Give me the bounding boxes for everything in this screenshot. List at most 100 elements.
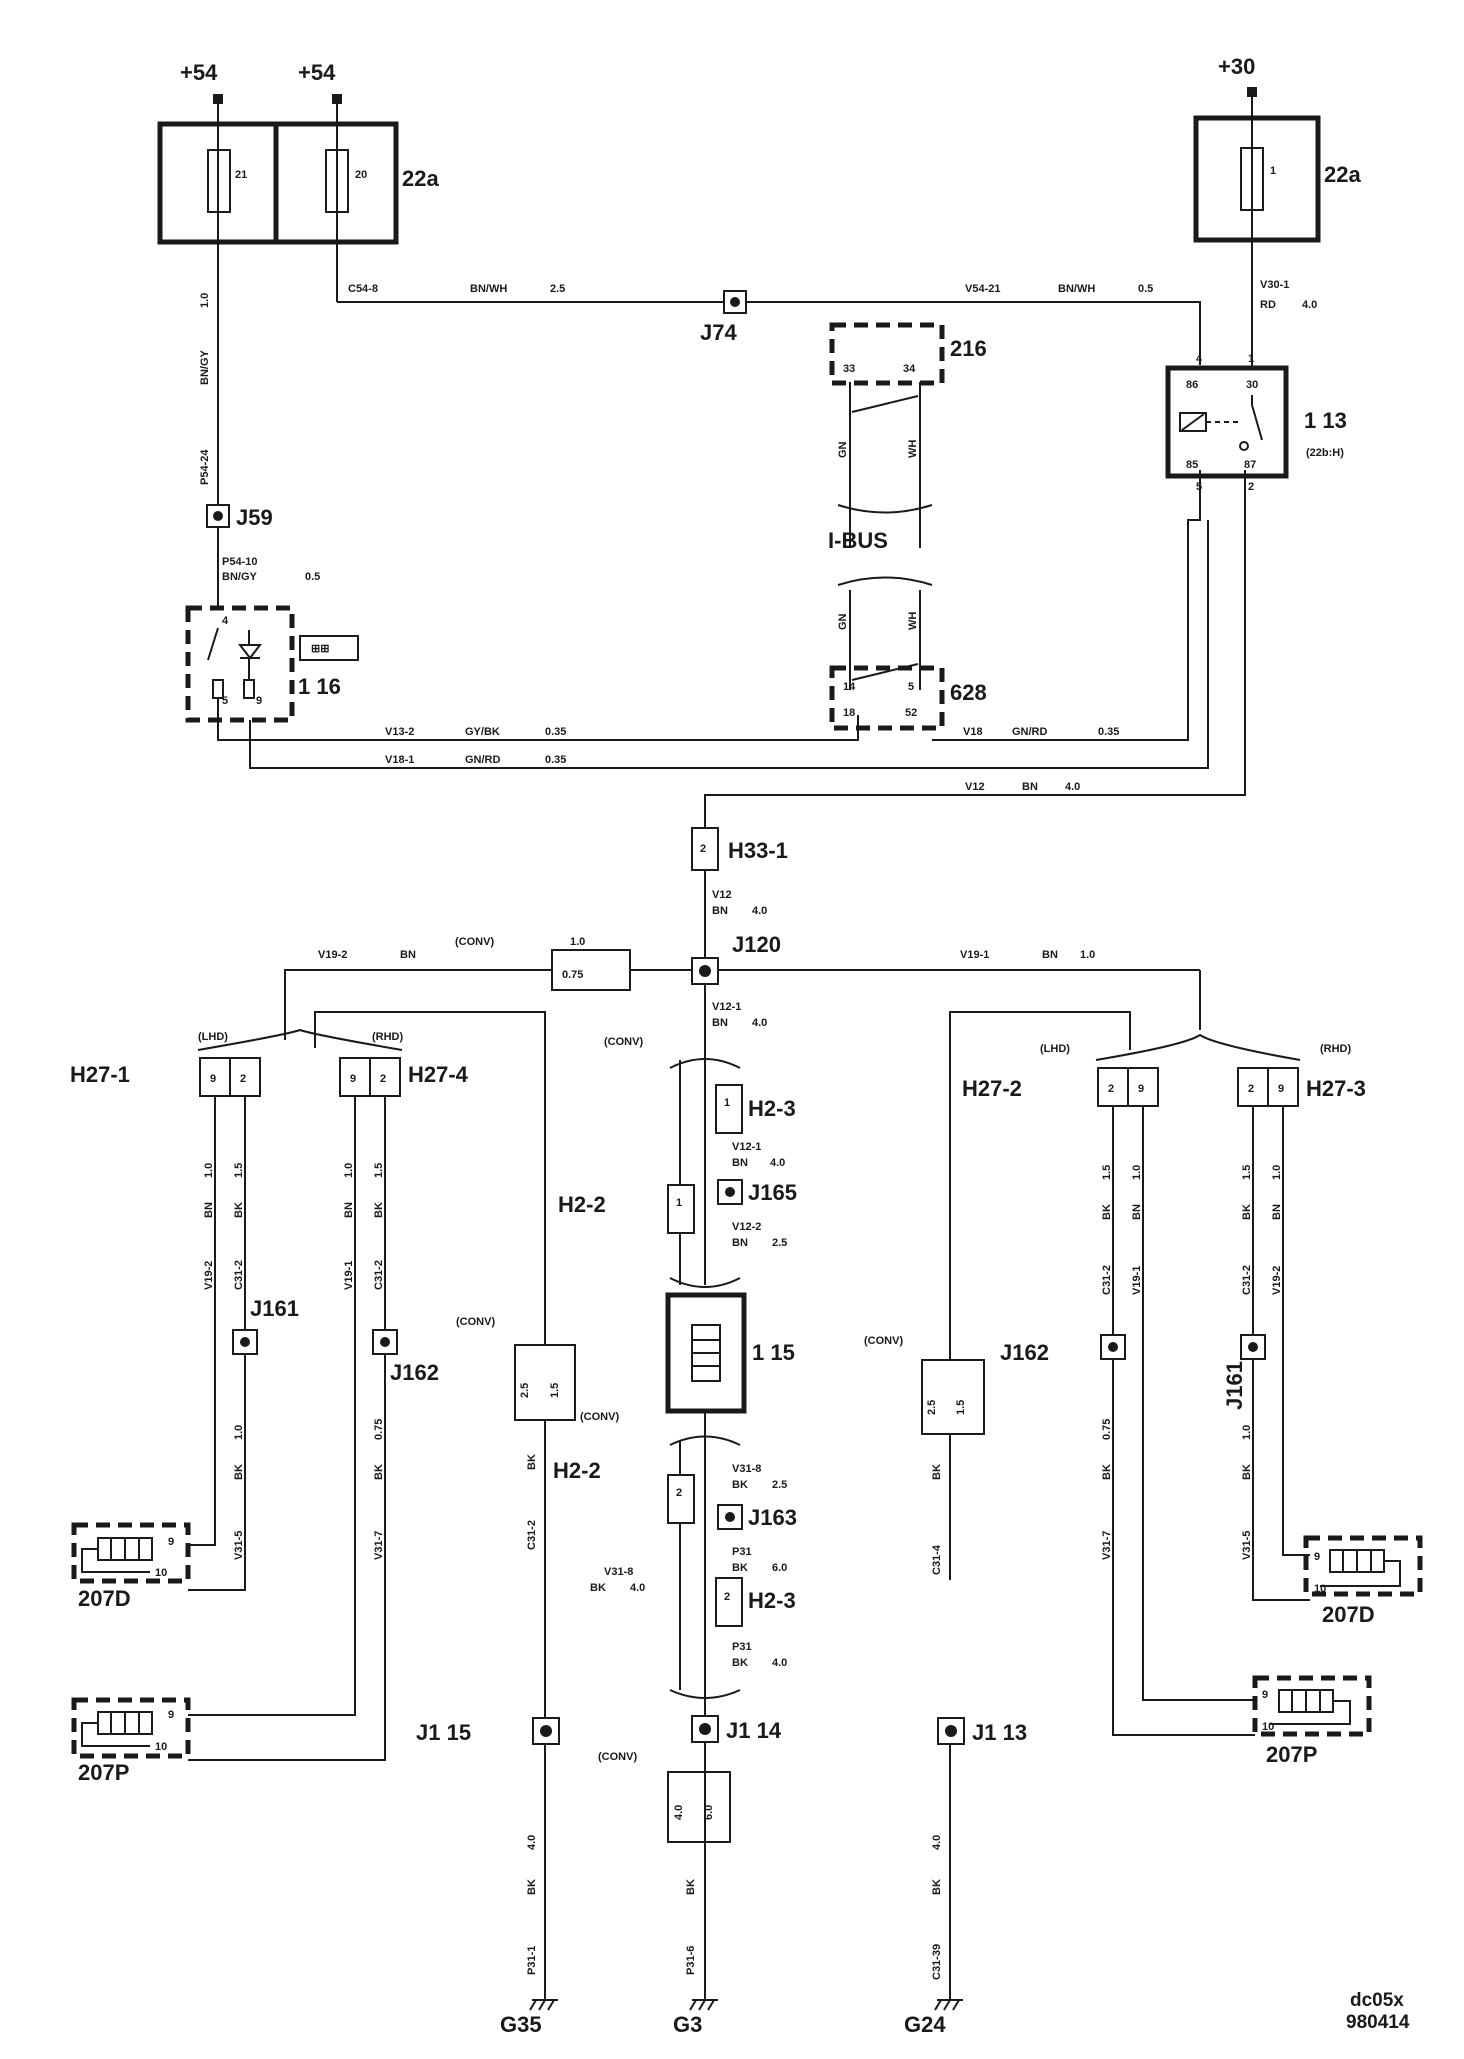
wire-bnwh-1: BN/WH [470,283,507,295]
h33-pin: 2 [700,843,706,855]
h207d-l-pin10: 10 [155,1567,167,1579]
wl-1-5-a: 1.5 [233,1163,245,1178]
j161-right-label: J161 [1222,1361,1247,1410]
terminal-p54-right [332,94,342,104]
wr-v31-7: V31-7 [1101,1531,1113,1560]
g24-4-0: 4.0 [931,1835,943,1850]
joint-j120: J120 [691,932,781,985]
j165-label: J165 [748,1180,797,1205]
conv-label-left-b: (CONV) [580,1411,619,1423]
wire-bk-v31-8-b: BK [590,1582,606,1594]
h207p-r-pin9: 9 [1262,1689,1268,1701]
h27-2-pin2: 2 [1108,1083,1114,1095]
wire-6-0-p31: 6.0 [772,1562,787,1574]
switch116-pin4: 4 [222,615,229,627]
h27-2-label: H27-2 [962,1076,1022,1101]
conv-label-mid: (CONV) [604,1036,643,1048]
rhd-label-right: (RHD) [1320,1043,1351,1055]
g3-label: G3 [673,2012,702,2037]
joint-j161-right-b: J161 [1222,1334,1266,1410]
module628-pin52: 52 [905,707,917,719]
h23-b-pin: 2 [724,1591,730,1603]
h2-2-label-b: H2-2 [553,1458,601,1483]
ibus-wh-bottom: WH [907,612,919,630]
fuse-21-label: 21 [235,169,247,181]
right-bk: BK [931,1464,943,1480]
wire-labels-top: C54-8 BN/WH 2.5 V54-21 BN/WH 0.5 V30-1 R… [199,279,1317,793]
module628-label: 628 [950,680,987,705]
wire-4-0-p31-b: 4.0 [772,1657,787,1669]
h27-3-pin9: 9 [1278,1083,1284,1095]
wr-c31-2-b: C31-2 [1241,1265,1253,1295]
wires-left-lower [188,1096,386,1761]
h22-lower-pin: 2 [676,1487,682,1499]
g24-bk: BK [931,1879,943,1895]
central-column: 1 1 H2-3 V12-1 BN 4.0 J165 V12-2 BN 2.5 … [590,1030,797,2000]
h207d-r-pin10: 10 [1314,1583,1326,1595]
wl-bk-a: BK [233,1202,245,1218]
joint-j120-label: J120 [732,932,781,957]
wl-bn-b: BN [343,1202,355,1218]
heater-207p: 9 10 207P [71,1697,191,1785]
h33-label: H33-1 [728,838,788,863]
module628-pin14: 14 [843,681,856,693]
joint-j162-left: J162 [372,1329,439,1385]
right-column: J162 (CONV) 2.5 1.5 BK C31-4 J1 13 4.0 B… [864,1335,1049,2000]
lhd-label-right: (LHD) [1040,1043,1070,1055]
fusebox-22a-right: 1 22a [1193,115,1361,243]
h27-1-label: H27-1 [70,1062,130,1087]
wl-v31-7: V31-7 [373,1531,385,1560]
connector-h27-1: 9 2 H27-1 [70,1057,261,1097]
ibus-brace-bottom [837,576,933,586]
wire-c54-8: C54-8 [348,283,378,295]
h27-3-pin2: 2 [1248,1083,1254,1095]
module216-label: 216 [950,336,987,361]
terminal-p30 [1247,87,1257,97]
wire-bk-v31-8: BK [732,1479,748,1491]
wire-gybk: GY/BK [465,726,500,738]
wire-bn-v12-1-b: BN [732,1157,748,1169]
wire-p54-24: P54-24 [199,449,211,485]
wire-0-35-a: 0.35 [545,726,566,738]
heater-207p-right: 9 10 207P [1252,1675,1372,1767]
conv-left-2-5: 2.5 [519,1383,531,1398]
wire-gnrd-a: GN/RD [465,754,501,766]
ground-g3: G3 [673,1999,718,2037]
g35-4-0: 4.0 [526,1835,538,1850]
wl-1-0-b: 1.0 [343,1163,355,1178]
switch116-connector-icon: ⊞⊞ [311,643,329,655]
relay-label: 1 13 [1304,408,1347,433]
h22-c31-2: C31-2 [526,1520,538,1550]
module-628: 14 5 18 52 628 [829,665,987,731]
wire-2-5: 2.5 [550,283,565,295]
switch116-pin9: 9 [256,695,262,707]
conv-bracket-top: 1.0 0.75 (CONV) [455,936,631,991]
g35-label: G35 [500,2012,542,2037]
g3-4-0: 4.0 [673,1805,685,1820]
wl-bn-a: BN [203,1202,215,1218]
relay-pin30: 30 [1246,379,1258,391]
heater-207d-left: 9 10 207D [71,1522,191,1611]
wire-bk-p31-b: BK [732,1657,748,1669]
h207d-l-pin9: 9 [168,1536,174,1548]
wire-4-0-v31-8-b: 4.0 [630,1582,645,1594]
relay-1-13: 4 1 86 30 85 87 5 2 1 13 (22b:H) [1165,353,1347,493]
ground-g24: G24 [904,1999,963,2037]
h27-4-label: H27-4 [408,1062,469,1087]
wire-v13-2: V13-2 [385,726,414,738]
g35-p31-1: P31-1 [526,1946,538,1975]
wire-4-0-v12-1-b: 4.0 [770,1157,785,1169]
h207d-l-label: 207D [78,1586,131,1611]
j161-left-label: J161 [250,1296,299,1321]
h22-center-pin: 1 [676,1197,682,1209]
wire-v12-2: V12-2 [732,1221,761,1233]
wire-p31-a: P31 [732,1546,752,1558]
joint-j74-label: J74 [700,320,737,345]
brace-h27-left [197,1028,403,1051]
g3-bk: BK [685,1879,697,1895]
h2-2-label-a: H2-2 [558,1192,606,1217]
wl-v19-2: V19-2 [203,1261,215,1290]
relay-pin85: 85 [1186,459,1198,471]
ibus-gn-top: GN [837,441,849,458]
conv-label-left: (CONV) [456,1316,495,1328]
